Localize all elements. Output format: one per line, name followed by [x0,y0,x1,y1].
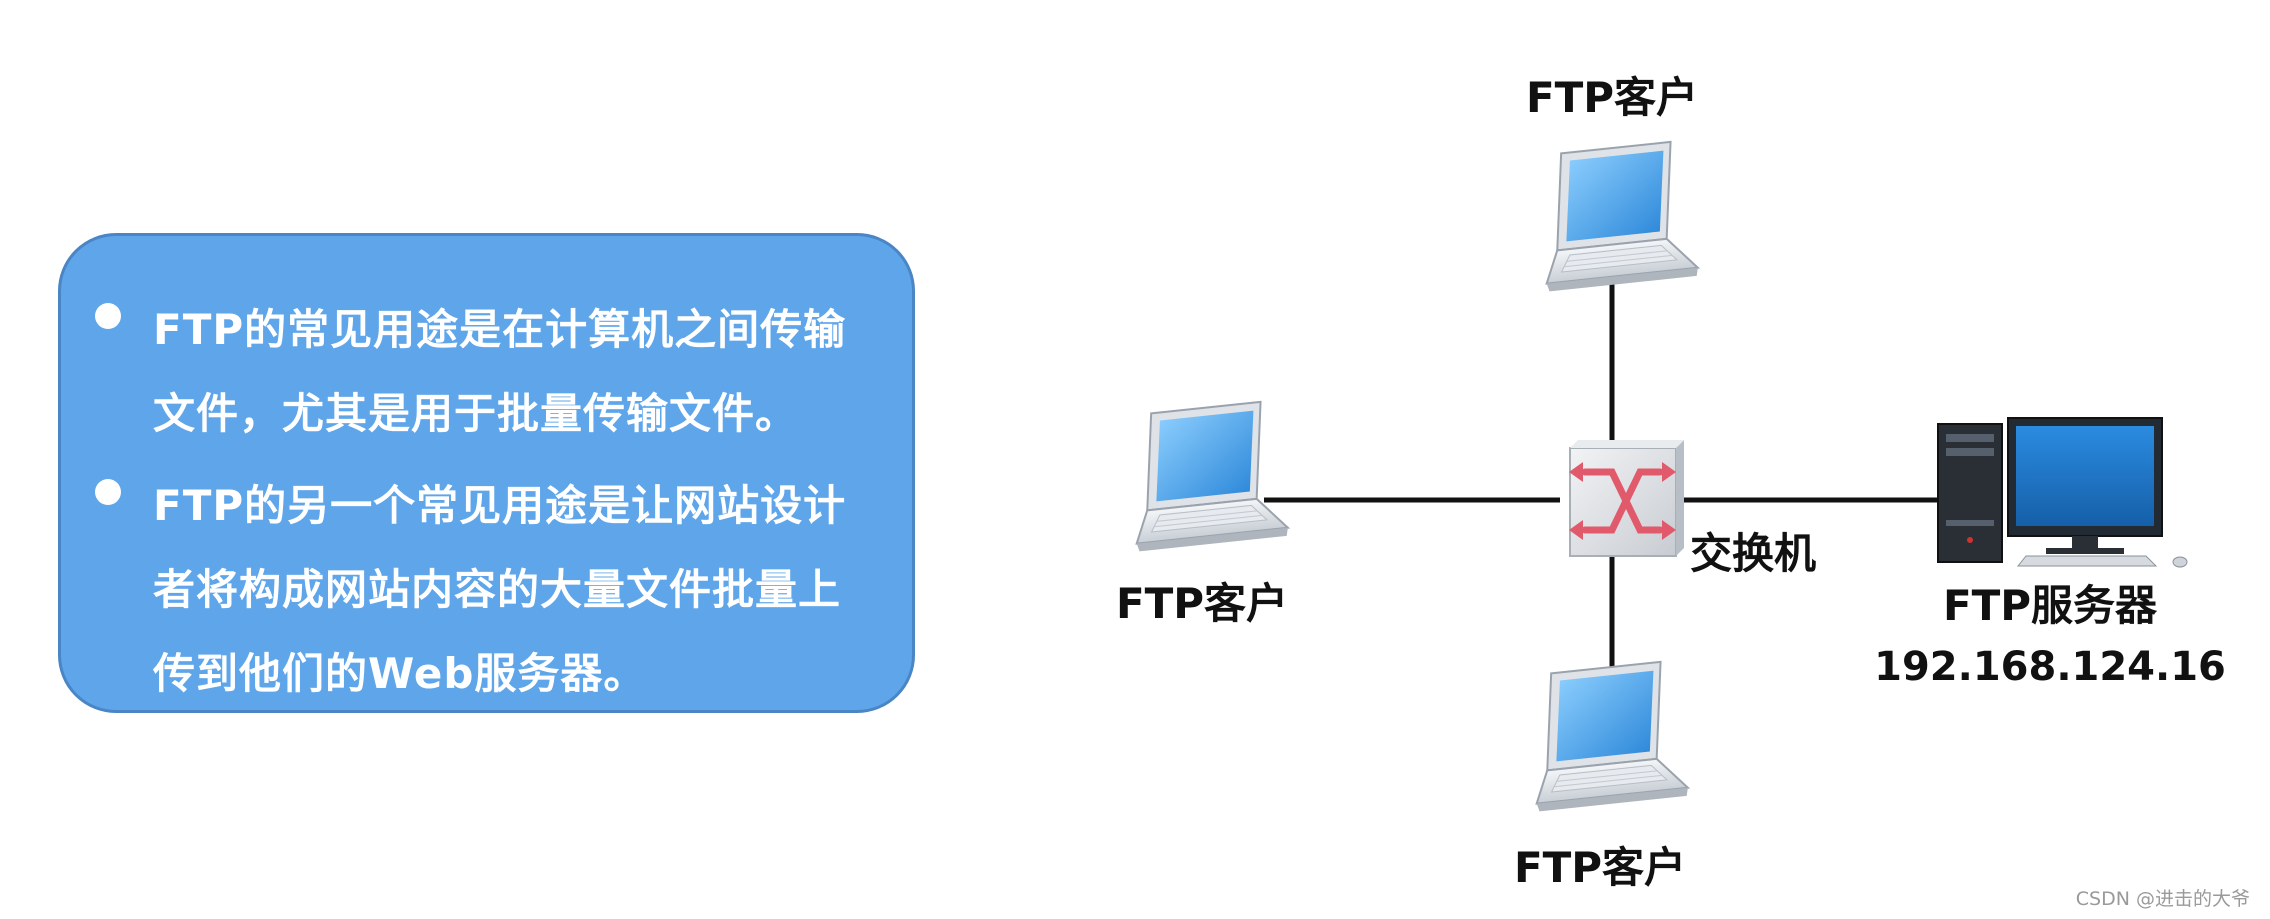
switch: 交换机 [1569,440,1816,578]
bullet-dot-icon [95,479,121,505]
server-ip: 192.168.124.16 [1874,644,2226,690]
client-bottom-label: FTP客户 [1514,843,1686,892]
laptop-icon [1522,659,1690,813]
client-top: FTP客户 [1526,73,1700,293]
switch-label: 交换机 [1690,529,1816,578]
bullet-text: FTP的另一个常见用途是让网站设计者将构成网站内容的大量文件批量上传到他们的We… [153,481,847,698]
client-left-label: FTP客户 [1116,579,1288,628]
bullet-item: FTP的常见用途是在计算机之间传输文件，尤其是用于批量传输文件。 [95,288,882,456]
server-label: FTP服务器 [1943,581,2158,630]
client-left: FTP客户 [1116,399,1290,628]
laptop-icon [1532,139,1700,293]
network-links [1264,280,1940,670]
desktop-computer-icon [1937,417,2188,568]
ftp-server: FTP服务器 192.168.124.16 [1874,417,2226,690]
laptop-icon [1122,399,1290,553]
bullet-text: FTP的常见用途是在计算机之间传输文件，尤其是用于批量传输文件。 [153,305,847,438]
client-top-label: FTP客户 [1526,73,1698,122]
bullet-item: FTP的另一个常见用途是让网站设计者将构成网站内容的大量文件批量上传到他们的We… [95,464,882,716]
client-bottom: FTP客户 [1514,659,1690,892]
info-box: FTP的常见用途是在计算机之间传输文件，尤其是用于批量传输文件。 FTP的另一个… [58,233,915,713]
watermark: CSDN @进击的大爷 [2076,888,2250,910]
switch-icon [1569,440,1684,557]
bullet-dot-icon [95,303,121,329]
